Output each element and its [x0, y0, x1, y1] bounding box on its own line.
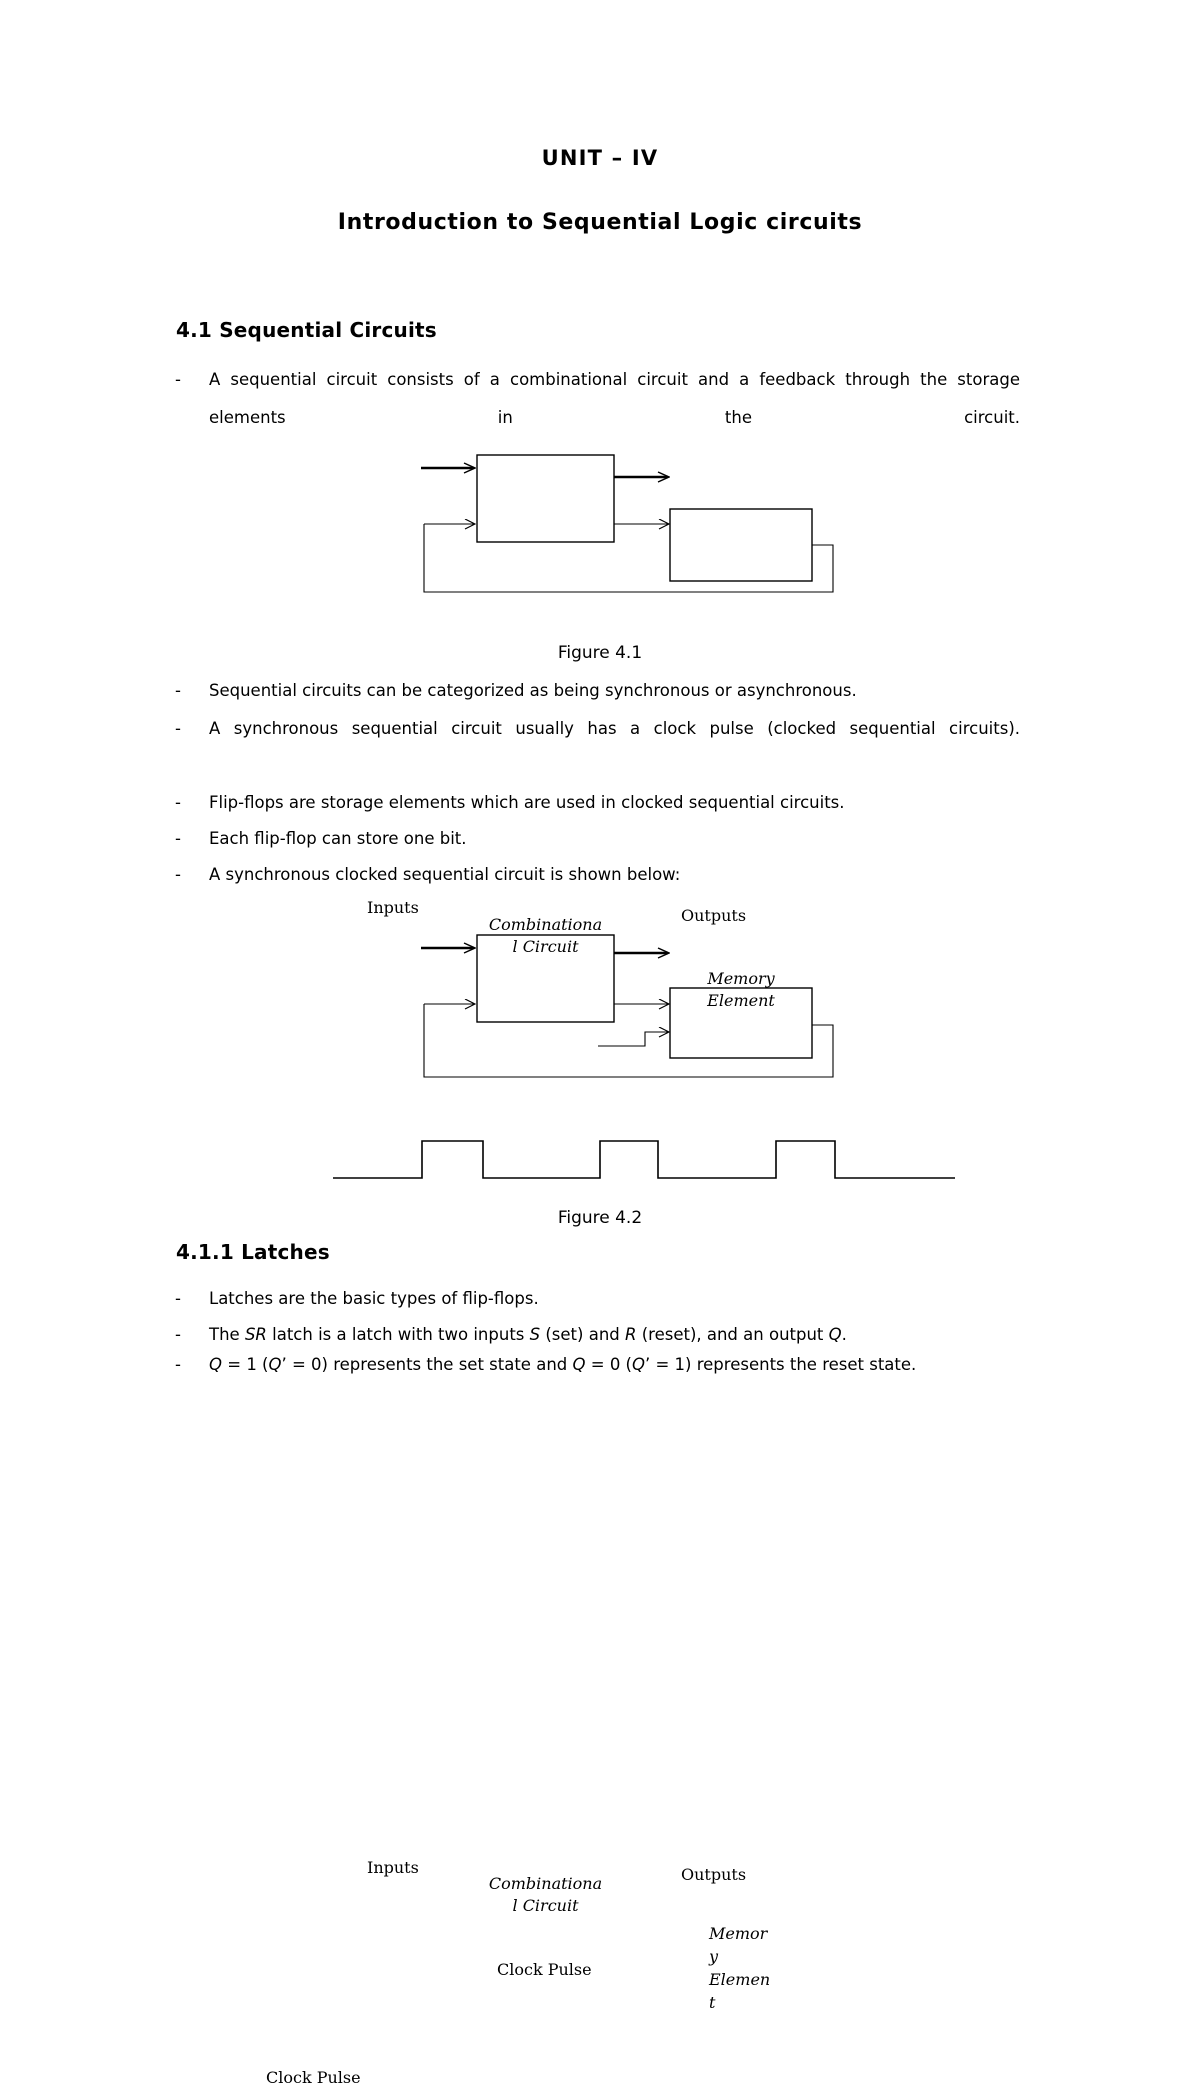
list-item-text: Q = 1 (Q’ = 0) represents the set state … [209, 1355, 917, 1374]
list-item-text: The SR latch is a latch with two inputs … [209, 1325, 847, 1344]
memory-label-line1: Memor [709, 1924, 768, 1943]
bullet-marker: - [175, 1289, 181, 1308]
bullet-marker: - [175, 1325, 181, 1344]
combinational-label-line1: Combinationa [488, 1874, 603, 1893]
combinational-label-line2: l Circuit [512, 937, 579, 956]
bullet-marker: - [175, 865, 181, 884]
list-item-text: Sequential circuits can be categorized a… [209, 681, 857, 700]
bullet-marker: - [175, 681, 181, 700]
list-item: - A synchronous clocked sequential circu… [175, 856, 1020, 894]
list-item-text: Flip-flops are storage elements which ar… [209, 793, 845, 812]
figure-4-1-combinational-block: Combinationa l Circuit [477, 914, 614, 958]
list-item-sr-latch: - The SR latch is a latch with two input… [175, 1316, 1020, 1354]
section-heading-4-1-1: 4.1.1 Latches [176, 1240, 330, 1264]
list-item: - A synchronous sequential circuit usual… [175, 710, 1020, 786]
document-page: UNIT – IV Introduction to Sequential Log… [0, 146, 1200, 2087]
figure-4-1: Inputs Outputs Combinationa l Circuit Me… [0, 440, 1200, 1010]
memory-label-line2: y [709, 1947, 719, 1966]
figure-4-1-inputs-label: Inputs [367, 898, 419, 917]
section-heading-4-1: 4.1 Sequential Circuits [176, 318, 437, 342]
page-title-unit: UNIT – IV [541, 146, 659, 170]
bullet-marker: - [175, 1355, 181, 1374]
list-item-text: Latches are the basic types of flip-flop… [209, 1289, 539, 1308]
bullet-marker: - [175, 719, 181, 738]
figure-4-2-clock-pulse-label: Clock Pulse [497, 1960, 592, 1979]
figure-4-2-diagram [333, 934, 955, 1179]
bullet-marker: - [175, 370, 181, 389]
combinational-label-line2: l Circuit [512, 1896, 579, 1915]
bullet-marker: - [175, 793, 181, 812]
list-item: - Sequential circuits can be categorized… [175, 672, 1020, 710]
combinational-label-line1: Combinationa [488, 915, 603, 934]
memory-label-line3: Elemen [709, 1970, 771, 1989]
figure-4-2-caption: Figure 4.2 [557, 1208, 643, 1228]
list-item: - A sequential circuit consists of a com… [175, 361, 1020, 475]
figure-4-1-caption: Figure 4.1 [557, 643, 643, 663]
figure-4-2-memory-block: Memor y Elemen t [709, 1922, 819, 2014]
figure-4-2-inputs-label: Inputs [367, 1858, 419, 1877]
list-item: - Latches are the basic types of flip-fl… [175, 1280, 1020, 1318]
figure-4-2-waveform-label: Clock Pulse [266, 2068, 361, 2087]
list-item-q-states: - Q = 1 (Q’ = 0) represents the set stat… [175, 1352, 1020, 1378]
list-item-text: A synchronous clocked sequential circuit… [209, 865, 681, 884]
memory-label-line1: Memory [707, 969, 775, 988]
figure-4-2-combinational-block: Combinationa l Circuit [477, 1873, 614, 1917]
memory-label-line4: t [709, 1993, 716, 2012]
figure-4-2-outputs-label: Outputs [681, 1865, 747, 1884]
list-item: - Each flip-flop can store one bit. [175, 820, 1020, 858]
figure-4-1-outputs-label: Outputs [681, 906, 747, 925]
list-item: - Flip-flops are storage elements which … [175, 784, 1020, 822]
bullet-marker: - [175, 829, 181, 848]
figure-4-1-memory-block: Memory Element [670, 968, 812, 1012]
page-title-subject: Introduction to Sequential Logic circuit… [337, 210, 863, 235]
figure-4-2: Inputs Outputs Clock Pulse Combinationa … [0, 920, 1200, 2087]
list-item-text: A sequential circuit consists of a combi… [209, 370, 1020, 427]
list-item-text: Each flip-flop can store one bit. [209, 829, 467, 848]
list-item-text: A synchronous sequential circuit usually… [209, 719, 1020, 738]
memory-label-line2: Element [707, 991, 775, 1010]
figure-4-1-diagram [421, 454, 834, 593]
